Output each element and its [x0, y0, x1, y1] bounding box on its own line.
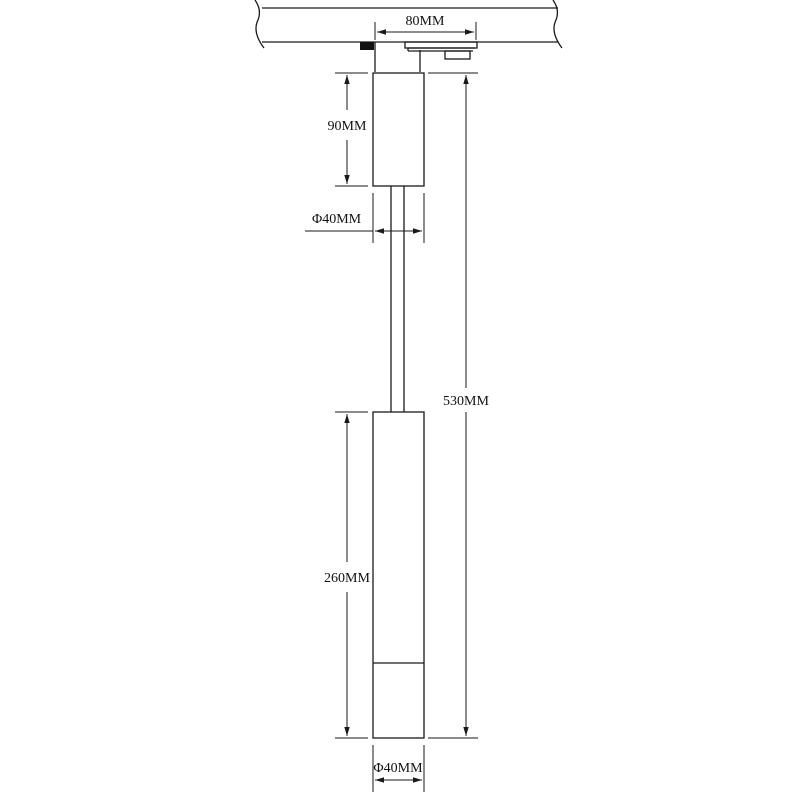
- svg-text:Φ40MM: Φ40MM: [312, 212, 362, 227]
- track-adapter: [360, 41, 478, 72]
- dim-upper-diameter: Φ40MM: [305, 193, 425, 243]
- dim-lower-diameter: Φ40MM: [372, 745, 425, 792]
- svg-text:80MM: 80MM: [406, 14, 445, 29]
- lower-housing: [372, 411, 425, 739]
- dim-total-length: 530MM: [428, 72, 489, 739]
- svg-text:530MM: 530MM: [443, 394, 489, 409]
- dim-upper-housing-height: 90MM: [328, 72, 368, 187]
- upper-housing: [372, 72, 425, 187]
- svg-text:Φ40MM: Φ40MM: [373, 761, 423, 776]
- suspension-rod: [390, 186, 405, 412]
- svg-text:260MM: 260MM: [324, 571, 370, 586]
- svg-text:90MM: 90MM: [328, 119, 367, 134]
- dim-lower-housing-height: 260MM: [324, 411, 370, 739]
- dim-track-adapter-width: 80MM: [374, 14, 477, 40]
